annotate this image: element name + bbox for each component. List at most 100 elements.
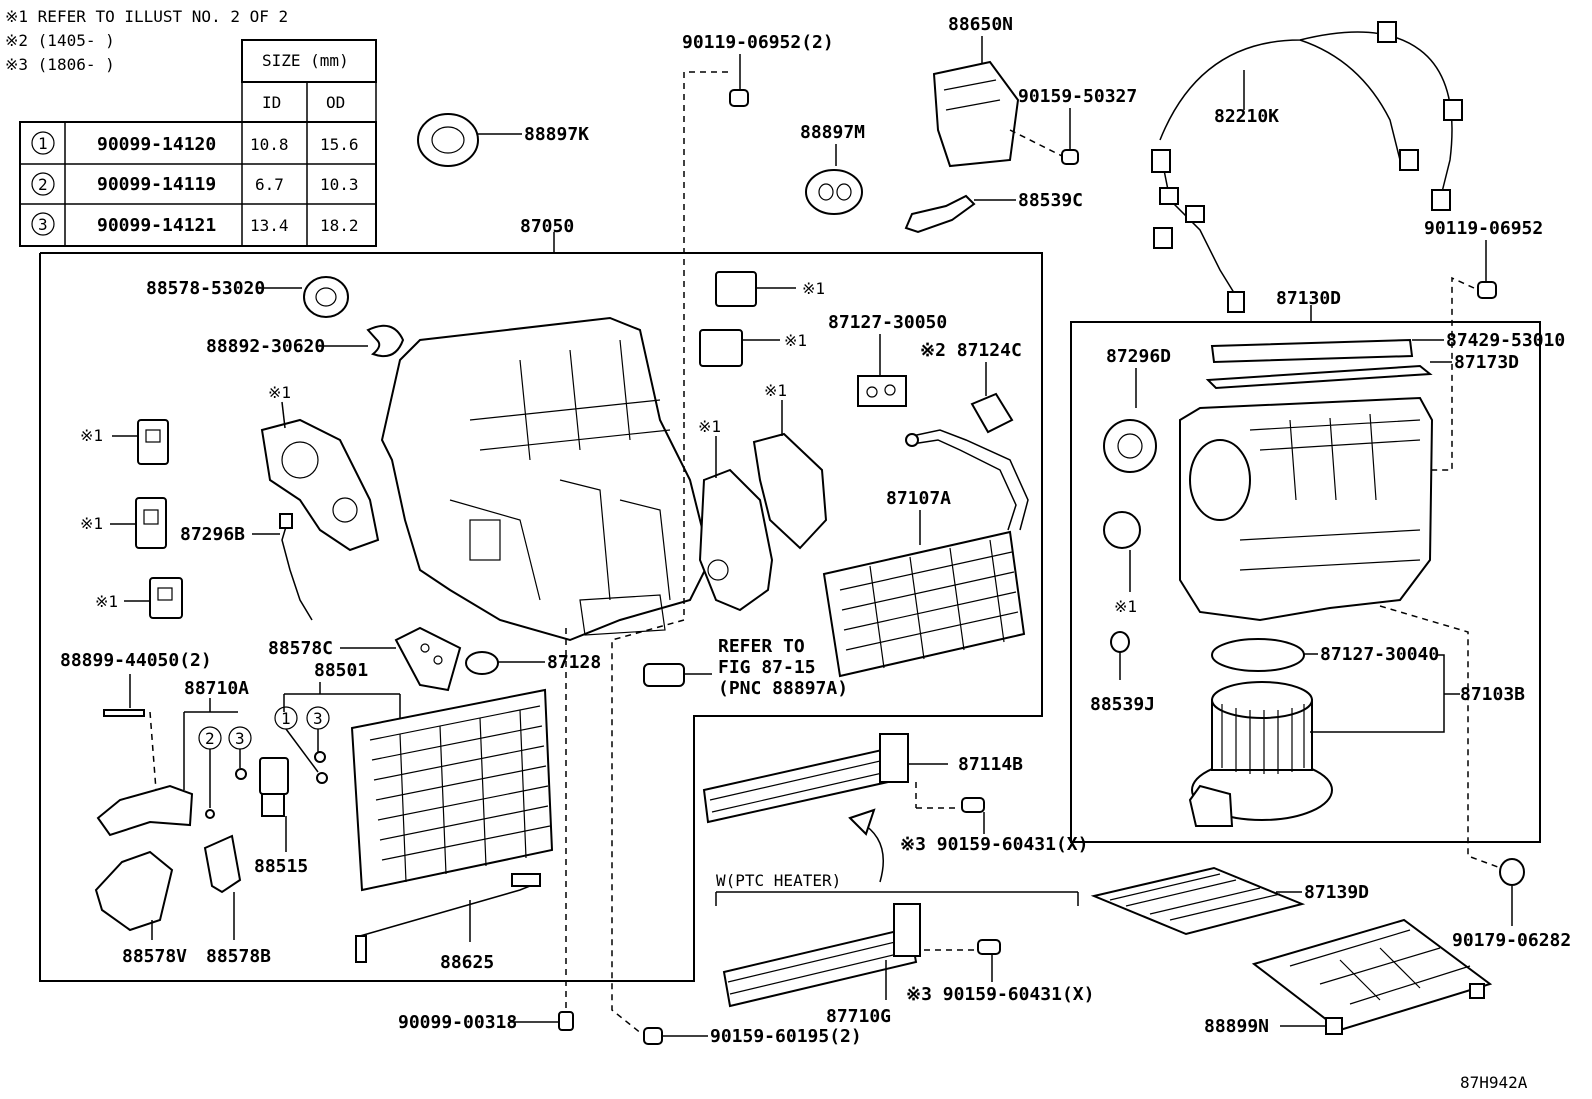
harness-82210K: 82210K — [1151, 21, 1463, 313]
label-88650N: 88650N — [948, 14, 1013, 35]
label-90159-60195: 90159-60195(2) — [710, 1026, 862, 1047]
servo-small-3: ※1 — [95, 577, 183, 619]
pad-87127-30050: 87127-30050 — [828, 312, 947, 407]
note-3: ※3 (1806- ) — [5, 55, 115, 74]
label-x1-g: ※1 — [802, 279, 825, 298]
label-90159-60431-a: ※3 90159-60431(X) — [900, 834, 1088, 855]
insulator-88578B: 88578B — [203, 834, 271, 967]
table-row-id: 6.7 — [255, 175, 284, 194]
label-88578C: 88578C — [268, 638, 333, 659]
table-row-num: 1 — [38, 134, 48, 153]
table-header-id: ID — [262, 93, 281, 112]
table-row-part: 90099-14119 — [97, 174, 216, 195]
label-87710G: 87710G — [826, 1006, 891, 1027]
label-87128: 87128 — [547, 652, 601, 673]
thermistor-88625: 88625 — [355, 873, 541, 973]
label-88899N: 88899N — [1204, 1016, 1269, 1037]
label-90119-06952-2: 90119-06952(2) — [682, 32, 834, 53]
screw-90159-50327: 90159-50327 — [1009, 86, 1137, 165]
label-87130D: 87130D — [1276, 288, 1341, 309]
duct-88539C: 88539C — [904, 190, 1083, 234]
table-row-od: 15.6 — [320, 135, 359, 154]
blower-case — [1179, 396, 1434, 622]
label-88897K: 88897K — [524, 124, 589, 145]
tray-88899N: 88899N — [1204, 918, 1493, 1037]
screw-90119-06952-2: 90119-06952(2) — [682, 32, 834, 420]
oring-callouts: 1 3 — [274, 706, 330, 784]
grommet-88897M: 88897M — [800, 122, 865, 215]
label-87127-30040: 87127-30040 — [1320, 644, 1439, 665]
insulator-88578V: 88578V — [94, 850, 187, 967]
callout-2: 2 — [205, 729, 215, 748]
label-87139D: 87139D — [1304, 882, 1369, 903]
label-87127-30050: 87127-30050 — [828, 312, 947, 333]
size-table: SIZE (mm) ID OD 1 90099-14120 10.8 15.6 … — [19, 39, 377, 247]
label-87429-53010: 87429-53010 — [1446, 330, 1565, 351]
label-88501: 88501 — [314, 660, 368, 681]
diagram-code: 87H942A — [1460, 1073, 1528, 1092]
seal-88897K: 88897K — [417, 113, 589, 167]
label-87107A: 87107A — [886, 488, 951, 509]
table-row-id: 13.4 — [250, 216, 289, 235]
label-88892-30620: 88892-30620 — [206, 336, 325, 357]
label-x1-a: ※1 — [268, 383, 291, 402]
screw-90119-06952: 90119-06952 — [1420, 218, 1543, 471]
table-header-size: SIZE (mm) — [262, 51, 349, 70]
label-87124C: ※2 87124C — [920, 340, 1022, 361]
seal-87429-53010: 87429-53010 — [1210, 330, 1565, 364]
gasket-87127-30040: 87127-30040 — [1211, 638, 1439, 672]
heater-core-87107A: 87107A — [822, 429, 1029, 678]
label-90179-06282: 90179-06282 — [1452, 930, 1571, 951]
note-2: ※2 (1405- ) — [5, 31, 115, 50]
table-row-part: 90099-14120 — [97, 134, 216, 155]
label-87296D: 87296D — [1106, 346, 1171, 367]
frame-87130D: 87130D — [1070, 288, 1541, 843]
frame-87050: 87050 — [39, 216, 1043, 982]
label-88710A: 88710A — [184, 678, 249, 699]
label-90119-06952: 90119-06952 — [1424, 218, 1543, 239]
label-90099-00318: 90099-00318 — [398, 1012, 517, 1033]
label-87296B: 87296B — [180, 524, 245, 545]
callout-3b: 3 — [235, 729, 245, 748]
ptc-heater-87710G: W(PTC HEATER) 87710G ※3 90159-60431(X) — [715, 871, 1094, 1027]
label-88899-44050: 88899-44050(2) — [60, 650, 212, 671]
fan-87296D: 87296D ※1 — [1103, 346, 1171, 616]
label-88897M: 88897M — [800, 122, 865, 143]
label-87103B: 87103B — [1460, 684, 1525, 705]
table-row-od: 18.2 — [320, 216, 359, 235]
note-1: ※1 REFER TO ILLUST NO. 2 OF 2 — [5, 7, 288, 26]
label-88578-53020: 88578-53020 — [146, 278, 265, 299]
hvac-unit-housing — [380, 316, 712, 642]
refer-line-3: (PNC 88897A) — [718, 678, 848, 699]
valve-88515: 88515 — [254, 757, 308, 877]
label-88539C: 88539C — [1018, 190, 1083, 211]
pipe-88710A: 88710A 2 3 — [96, 678, 252, 837]
callout-1: 1 — [281, 709, 291, 728]
label-x1-f: ※1 — [764, 381, 787, 400]
label-87173D: 87173D — [1454, 352, 1519, 373]
screw-90159-60195: 90159-60195(2) — [611, 422, 862, 1047]
label-x1-b: ※1 — [80, 426, 103, 445]
screw-90099-00318: 90099-00318 — [398, 628, 574, 1033]
callout-3: 3 — [313, 709, 323, 728]
pad-88578C — [394, 626, 462, 692]
label-90159-50327: 90159-50327 — [1018, 86, 1137, 107]
grommet-88539J: 88539J — [1090, 631, 1155, 715]
label-87050: 87050 — [520, 216, 574, 237]
screw-88899-44050: 88899-44050(2) — [60, 650, 212, 791]
table-row-id: 10.8 — [250, 135, 289, 154]
evaporator-88501: 88501 — [283, 660, 554, 892]
label-x1-d: ※1 — [95, 592, 118, 611]
label-90159-60431-b: ※3 90159-60431(X) — [906, 984, 1094, 1005]
label-x1-e: ※1 — [698, 417, 721, 436]
label-ptc-heater: W(PTC HEATER) — [716, 871, 841, 890]
seal-88578-53020: 88578-53020 — [146, 276, 349, 318]
ptc-heater-87114B: 87114B ※3 90159-60431(X) — [702, 733, 1088, 883]
label-x1-i: ※1 — [1114, 597, 1137, 616]
label-x1-h: ※1 — [784, 331, 807, 350]
servo-center: ※1 ※1 ※1 ※1 — [698, 271, 828, 612]
label-87114B: 87114B — [958, 754, 1023, 775]
servo-small-1: ※1 — [80, 419, 169, 465]
label-88578B: 88578B — [206, 946, 271, 967]
